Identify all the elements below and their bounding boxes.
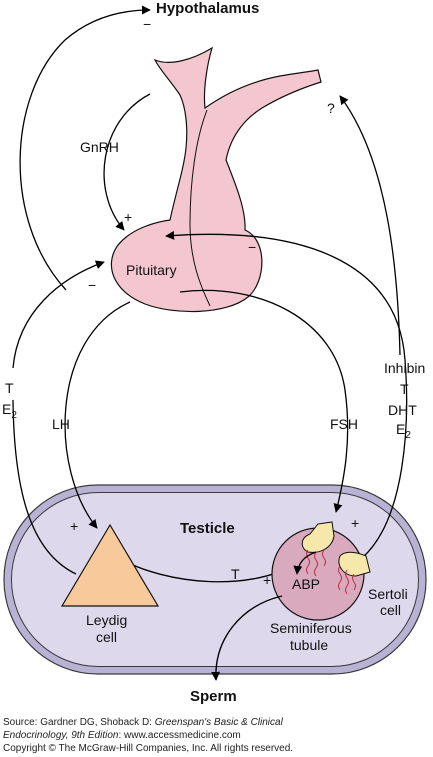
pituitary-gland [110,46,322,313]
seminiferous-label-1: Seminiferous [270,620,352,636]
sertoli-label-1: Sertoli [368,586,408,602]
tubule-plus-top: + [351,515,359,531]
arrow-to-hypothalamus-question [339,95,401,356]
inhibin-minus: − [248,239,256,255]
fsh-label: FSH [330,416,358,432]
arrow-t-e2-to-pituitary [12,260,105,369]
lh-label: LH [52,416,70,432]
e2-label-left: E2 [2,401,17,421]
leydig-cell-triangle [60,523,160,607]
arrow-sperm [211,595,283,681]
pituitary-inner-line [189,109,211,307]
arrow-to-hypothalamus [19,5,151,291]
leydig-plus: + [70,518,78,534]
abp-label: ABP [292,576,320,592]
gnrh-plus: + [124,209,132,225]
dht-label: DHT [388,402,417,418]
testicle-label: Testicle [180,520,235,537]
hypothalamus-label: Hypothalamus [156,0,259,17]
sertoli-cell-top [301,521,335,553]
arrow-gnrh [103,93,151,231]
arrow-inhibin-to-pituitary [165,230,408,559]
pituitary-minus: − [88,277,96,293]
arrow-fsh [179,289,349,513]
hypothalamus-minus: − [143,16,151,32]
source-citation: Source: Gardner DG, Shoback D: Greenspan… [3,716,431,755]
line-leydig-t-e2 [12,399,77,575]
tubule-plus-left: + [263,572,271,588]
gnrh-label: GnRH [80,139,119,155]
e2-label-right: E2 [396,421,411,441]
t-label-left: T [5,380,14,396]
source-line-2: Endocrinology, 9th Edition: www.accessme… [3,730,241,741]
arrow-abp [293,551,317,575]
sperm-tails [306,549,356,595]
t-arrow-label: T [231,566,240,582]
seminiferous-label-2: tubule [290,637,328,653]
source-line-1: Source: Gardner DG, Shoback D: Greenspan… [3,717,283,728]
sertoli-label-2: cell [380,602,401,618]
copyright-line: Copyright © The McGraw-Hill Companies, I… [3,743,294,754]
inhibin-label: Inhibin [384,360,425,376]
pituitary-label: Pituitary [126,262,177,278]
t-label-right: T [400,381,409,397]
leydig-label-1: Leydig [86,612,127,628]
arrow-lh [64,301,131,529]
question-mark: ? [327,100,335,116]
leydig-label-2: cell [96,629,117,645]
sperm-label: Sperm [190,688,237,705]
